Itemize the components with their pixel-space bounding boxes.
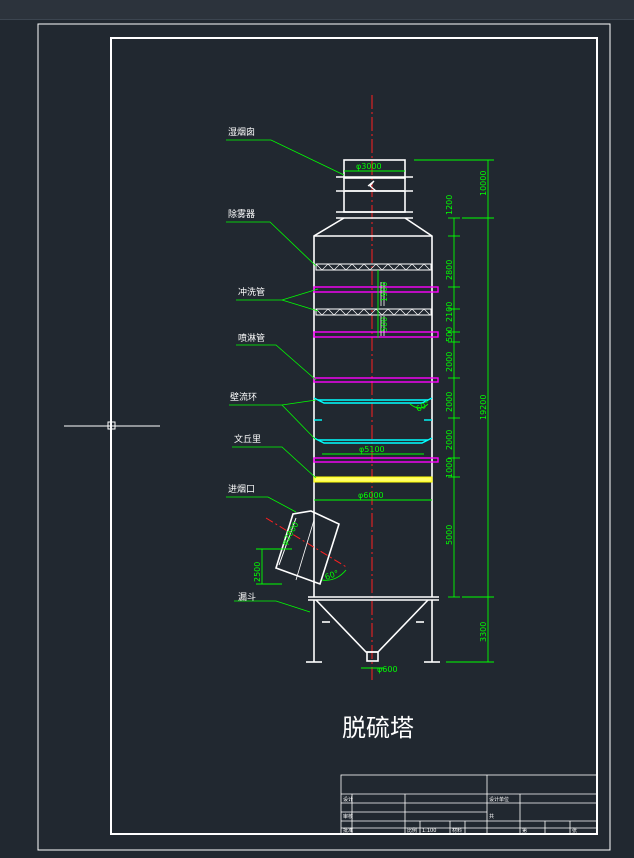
dimension-lines [256, 159, 494, 669]
dim-height-2000-c: 2000 [445, 430, 454, 450]
dim-inner-500: 500 [380, 317, 389, 332]
label-spray-pipe: 喷淋管 [238, 332, 265, 344]
tb-checker: 审核 [343, 813, 353, 820]
toolbar-strip [0, 0, 634, 20]
label-demister: 除雾器 [228, 208, 255, 220]
label-venturi: 文丘里 [234, 433, 261, 445]
tb-scale-value: 1:100 [422, 828, 436, 834]
label-flush-pipe: 冲洗管 [238, 286, 265, 298]
dim-inlet-height-2500: 2500 [253, 562, 262, 582]
dim-height-2000-a: 2000 [445, 352, 454, 372]
chimney-top [343, 159, 406, 179]
title-block [340, 774, 598, 835]
inlet-duct [265, 510, 349, 586]
tb-page: 张 [572, 827, 577, 834]
dim-inner-diameter: φ5100 [359, 445, 385, 454]
dim-height-3300: 3300 [479, 622, 488, 642]
drawing-title: 脱硫塔 [342, 714, 414, 742]
dim-height-1200: 1200 [445, 195, 454, 215]
label-swirl-ring: 壁流环 [230, 391, 257, 403]
leader-lines [226, 139, 345, 613]
hopper-outlet [366, 651, 379, 662]
venturi-band [313, 476, 433, 483]
dim-inner-1900: 1900 [380, 282, 389, 302]
tb-scale-label: 比例 [407, 827, 417, 834]
cursor-crosshair [64, 421, 160, 430]
dim-body-diameter: φ6000 [358, 491, 384, 500]
dim-height-2800: 2800 [445, 260, 454, 280]
dim-height-10000: 10000 [479, 171, 488, 196]
dim-height-1000: 1000 [445, 458, 454, 478]
dim-inlet-diameter: φ2800 [280, 520, 301, 547]
dim-height-2100: 2100 [445, 302, 454, 322]
tb-designer: 设计 [343, 796, 353, 803]
chimney-neck [343, 190, 406, 213]
dim-bottom-diameter: φ600 [377, 665, 398, 674]
label-inlet: 进烟口 [228, 483, 255, 495]
dim-height-19200: 19200 [479, 395, 488, 420]
dim-height-5000: 5000 [445, 525, 454, 545]
tb-approve: 批准 [343, 827, 353, 834]
tb-sheet: 共 [489, 813, 494, 820]
tb-company: 设计单位 [489, 796, 509, 803]
nozzle-marks [380, 282, 385, 336]
dim-height-2000-b: 2000 [445, 392, 454, 412]
dim-angle-inlet: 60° [324, 569, 340, 582]
tb-no: 第 [522, 827, 527, 834]
tb-material: 材料 [452, 827, 462, 834]
demister-mesh [315, 263, 432, 316]
paper-border [37, 23, 611, 851]
label-wet-flue: 湿烟囱 [228, 126, 255, 138]
dim-height-500: 500 [445, 327, 454, 342]
swirl-rings [313, 397, 433, 444]
dim-top-diameter: φ3000 [356, 162, 382, 171]
dim-angle-swirl: 60° [415, 399, 432, 414]
label-funnel: 漏斗 [238, 591, 256, 603]
flush-pipes [313, 286, 439, 463]
